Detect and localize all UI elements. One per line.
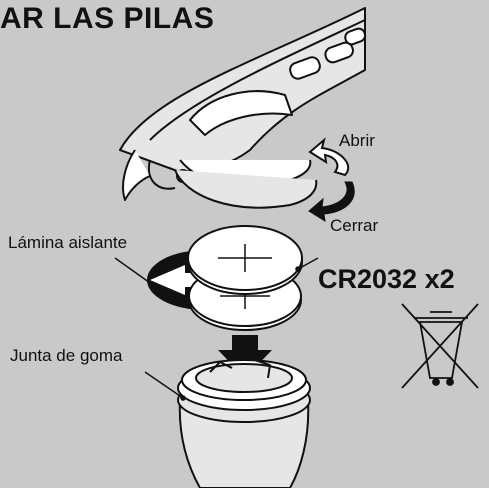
coin-battery-upper <box>187 225 303 295</box>
leader-lines <box>114 257 319 401</box>
mount-arm <box>119 7 367 209</box>
page-title: AR LAS PILAS <box>0 2 215 35</box>
label-battery-model: CR2032 x2 <box>318 264 455 294</box>
label-insulating-sheet: Lámina aislante <box>8 233 128 252</box>
battery-housing <box>177 359 311 488</box>
label-open: Abrir <box>339 131 375 150</box>
open-arrow-icon <box>308 137 350 177</box>
label-rubber-gasket: Junta de goma <box>10 346 123 365</box>
insert-arrow-icon <box>218 335 272 378</box>
label-close: Cerrar <box>330 216 379 235</box>
close-arrow-icon <box>308 181 355 222</box>
weee-crossed-bin-icon <box>401 303 479 389</box>
